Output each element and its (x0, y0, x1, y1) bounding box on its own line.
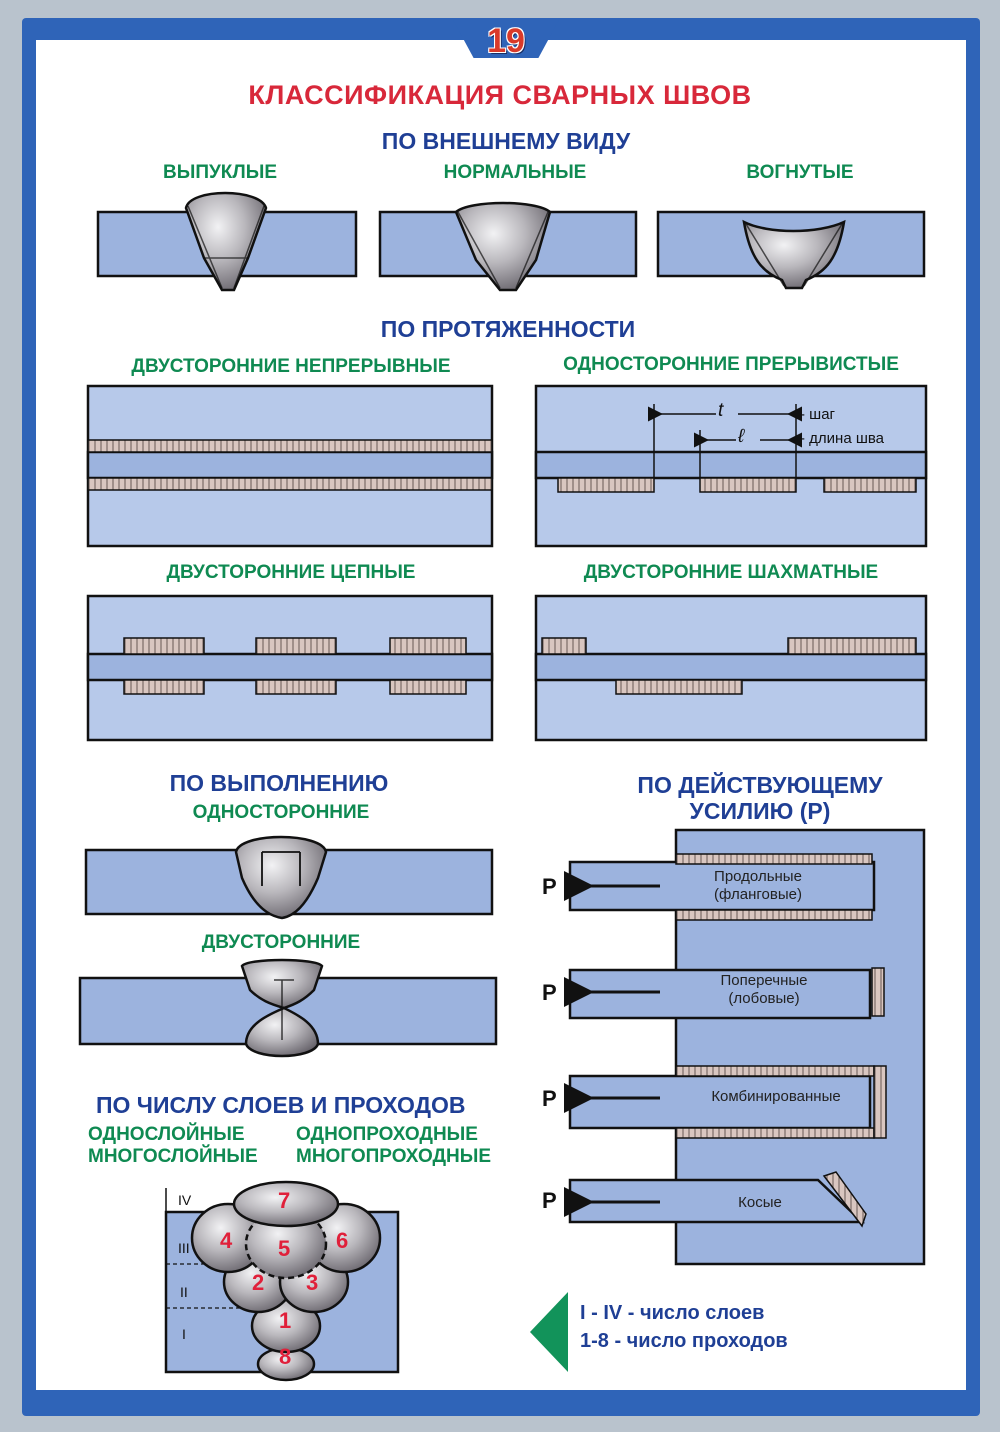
concave-weld-diagram (656, 210, 926, 290)
page-number-tab (452, 18, 560, 58)
normal-weld-diagram (378, 201, 638, 292)
convex-weld-diagram (96, 191, 358, 292)
combined-label: Комбинированные (711, 1088, 841, 1105)
layer-label-ii: II (180, 1284, 188, 1300)
double-chain-label: ДВУСТОРОННИЕ ЦЕПНЫЕ (166, 562, 416, 583)
extent-heading: ПО ПРОТЯЖЕННОСТИ (380, 316, 636, 342)
dim-t-label: - шаг (800, 406, 836, 423)
multilayer-weld-diagram (164, 1180, 400, 1382)
legend-arrow-icon (530, 1292, 568, 1372)
double-continuous-diagram (86, 384, 494, 548)
single-sided-weld-diagram (84, 835, 494, 920)
dim-l-label: - длина шва (800, 430, 885, 447)
single-pass-label: ОДНОПРОХОДНЫЕ (296, 1124, 478, 1145)
dim-l: ℓ (738, 426, 745, 447)
force-diagram (564, 828, 926, 1266)
pass-6: 6 (336, 1228, 349, 1253)
force-symbol-1: Р (542, 874, 557, 899)
pass-3: 3 (306, 1270, 319, 1295)
longitudinal-label-2: (фланговые) (714, 886, 802, 903)
double-sided-weld-diagram (78, 958, 498, 1058)
layers-heading: ПО ЧИСЛУ СЛОЕВ И ПРОХОДОВ (96, 1092, 466, 1118)
legend-passes: 1-8 - число проходов (580, 1330, 788, 1352)
single-sided-label: ОДНОСТОРОННИЕ (192, 802, 370, 823)
layer-label-iii: III (178, 1240, 190, 1256)
convex-label: ВЫПУКЛЫЕ (163, 162, 277, 183)
double-staggered-diagram (534, 594, 928, 742)
single-layer-label: ОДНОСЛОЙНЫЕ (88, 1124, 245, 1145)
page-number: 19 (487, 22, 525, 60)
pass-4: 4 (220, 1228, 233, 1253)
transverse-label-2: (лобовые) (728, 990, 800, 1007)
legend-layers: I - IV - число слоев (580, 1302, 765, 1324)
single-intermittent-label: ОДНОСТОРОННИЕ ПРЕРЫВИСТЫЕ (563, 354, 899, 375)
appearance-heading: ПО ВНЕШНЕМУ ВИДУ (381, 128, 631, 154)
force-symbol-3: Р (542, 1086, 557, 1111)
layer-label-iv: IV (178, 1192, 192, 1208)
force-heading-line2: УСИЛИЮ (Р) (689, 798, 831, 824)
double-staggered-label: ДВУСТОРОННИЕ ШАХМАТНЫЕ (583, 562, 879, 583)
force-symbol-2: Р (542, 980, 557, 1005)
pass-8: 8 (279, 1344, 292, 1369)
force-heading-line1: ПО ДЕЙСТВУЮЩЕМУ (637, 772, 883, 798)
layer-label-i: I (182, 1326, 186, 1342)
pass-2: 2 (252, 1270, 265, 1295)
normal-label: НОРМАЛЬНЫЕ (443, 162, 587, 183)
transverse-label-1: Поперечные (720, 972, 808, 989)
execution-heading: ПО ВЫПОЛНЕНИЮ (169, 770, 389, 796)
concave-label: ВОГНУТЫЕ (746, 162, 854, 183)
single-intermittent-diagram (534, 384, 928, 548)
double-continuous-label: ДВУСТОРОННИЕ НЕПРЕРЫВНЫЕ (131, 356, 451, 377)
force-symbol-4: Р (542, 1188, 557, 1213)
multi-layer-label: МНОГОСЛОЙНЫЕ (88, 1146, 258, 1167)
dim-t: t (718, 400, 724, 421)
longitudinal-label-1: Продольные (714, 868, 802, 885)
pass-1: 1 (279, 1308, 292, 1333)
poster-title: КЛАССИФИКАЦИЯ СВАРНЫХ ШВОВ (248, 80, 752, 110)
oblique-label: Косые (738, 1194, 782, 1211)
double-sided-label: ДВУСТОРОННИЕ (201, 932, 361, 953)
pass-5: 5 (278, 1236, 291, 1261)
double-chain-diagram (86, 594, 494, 742)
pass-7: 7 (278, 1188, 291, 1213)
multi-pass-label: МНОГОПРОХОДНЫЕ (296, 1146, 492, 1167)
